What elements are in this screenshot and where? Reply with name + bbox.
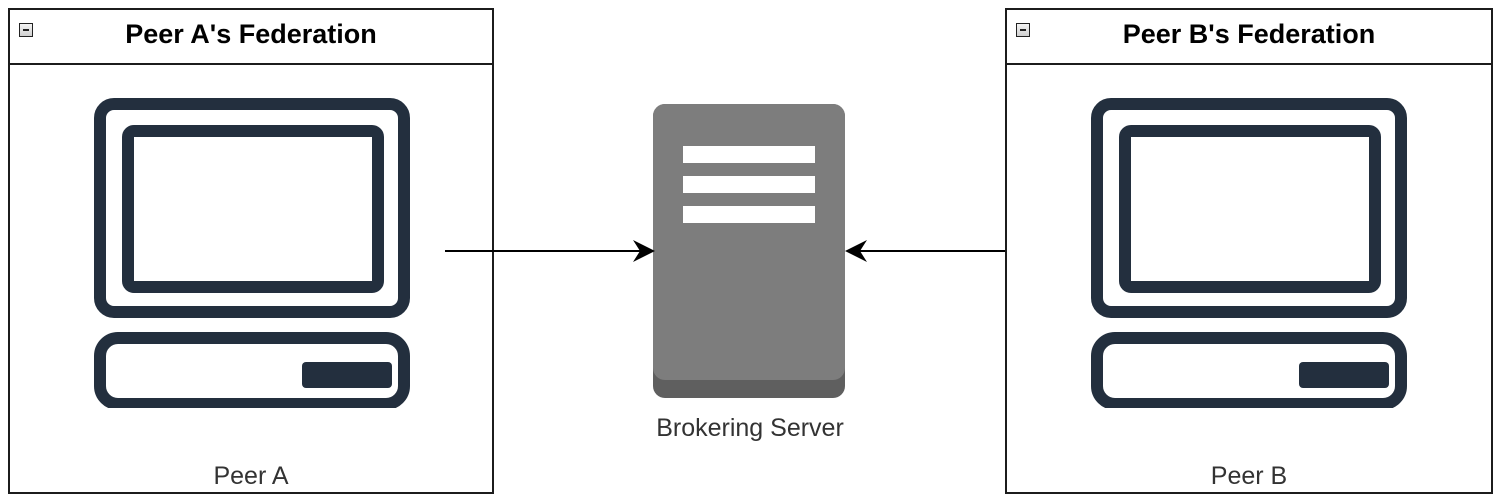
peer-b-label: Peer B (1210, 462, 1288, 490)
collapse-minus-icon[interactable] (1016, 23, 1030, 37)
peer-a-federation-title: Peer A's Federation (125, 19, 377, 49)
server-icon[interactable] (653, 104, 845, 398)
collapse-minus-icon[interactable] (19, 23, 33, 37)
desktop-computer-icon[interactable] (1091, 98, 1407, 408)
peer-a-label: Peer A (213, 462, 289, 490)
peer-b-federation-container[interactable]: Peer B's Federation Peer B (1005, 8, 1493, 494)
desktop-computer-icon[interactable] (94, 98, 410, 408)
peer-a-federation-header: Peer A's Federation (10, 10, 492, 65)
peer-b-federation-header: Peer B's Federation (1007, 10, 1491, 65)
peer-b-federation-title: Peer B's Federation (1122, 19, 1376, 49)
brokering-server-label: Brokering Server (656, 414, 844, 442)
peer-a-federation-container[interactable]: Peer A's Federation Peer A (8, 8, 494, 494)
